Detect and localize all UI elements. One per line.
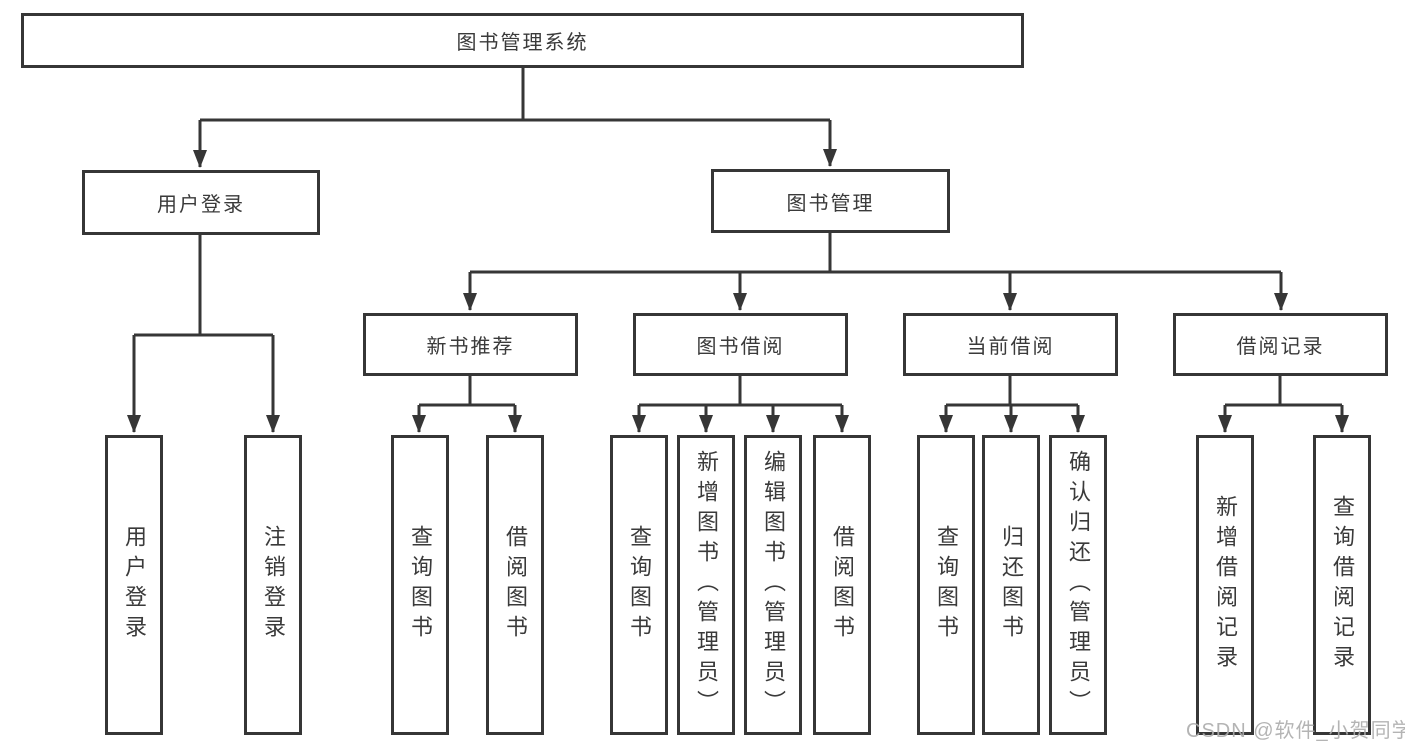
leaf-edit-books-admin: 编辑图书（管理员） [744,435,802,735]
leaf-query-borrow-record: 查询借阅记录 [1313,435,1371,735]
leaf-add-books-admin: 新增图书（管理员） [677,435,735,735]
node-library-management-system: 图书管理系统 [21,13,1024,68]
node-label: 图书管理系统 [456,32,589,54]
leaf-label: 查询图书 [408,525,433,645]
leaf-confirm-return-admin: 确认归还（管理员） [1049,435,1107,735]
leaf-label: 确认归还（管理员） [1066,450,1091,720]
leaf-label: 新增借阅记录 [1213,495,1238,675]
node-book-borrowing: 图书借阅 [633,313,848,376]
leaf-label: 借阅图书 [503,525,528,645]
node-label: 当前借阅 [966,336,1055,358]
leaf-label: 新增图书（管理员） [694,450,719,720]
node-user-login: 用户登录 [82,170,320,235]
leaf-user-login: 用户登录 [105,435,163,735]
leaf-label: 用户登录 [122,525,147,645]
leaf-label: 注销登录 [261,525,286,645]
leaf-return-books: 归还图书 [982,435,1040,735]
leaf-query-books-current: 查询图书 [917,435,975,735]
node-label: 图书借阅 [696,336,785,358]
node-new-book-recommend: 新书推荐 [363,313,578,376]
leaf-label: 编辑图书（管理员） [761,450,786,720]
node-borrowing-records: 借阅记录 [1173,313,1388,376]
leaf-borrow-books-borrowing: 借阅图书 [813,435,871,735]
node-label: 新书推荐 [426,336,515,358]
node-label: 借阅记录 [1236,336,1325,358]
leaf-label: 归还图书 [999,525,1024,645]
node-label: 用户登录 [157,194,245,216]
leaf-label: 查询图书 [627,525,652,645]
leaf-add-borrow-record: 新增借阅记录 [1196,435,1254,735]
node-book-management: 图书管理 [711,169,950,233]
leaf-borrow-books-recommend: 借阅图书 [486,435,544,735]
leaf-label: 借阅图书 [830,525,855,645]
leaf-logout: 注销登录 [244,435,302,735]
leaf-query-books-recommend: 查询图书 [391,435,449,735]
leaf-label: 查询图书 [934,525,959,645]
node-label: 图书管理 [786,192,875,215]
leaf-label: 查询借阅记录 [1330,495,1355,675]
node-current-borrowing: 当前借阅 [903,313,1118,376]
leaf-query-books-borrowing: 查询图书 [610,435,668,735]
csdn-watermark: CSDN @软件_小贺同学 [1186,720,1405,742]
